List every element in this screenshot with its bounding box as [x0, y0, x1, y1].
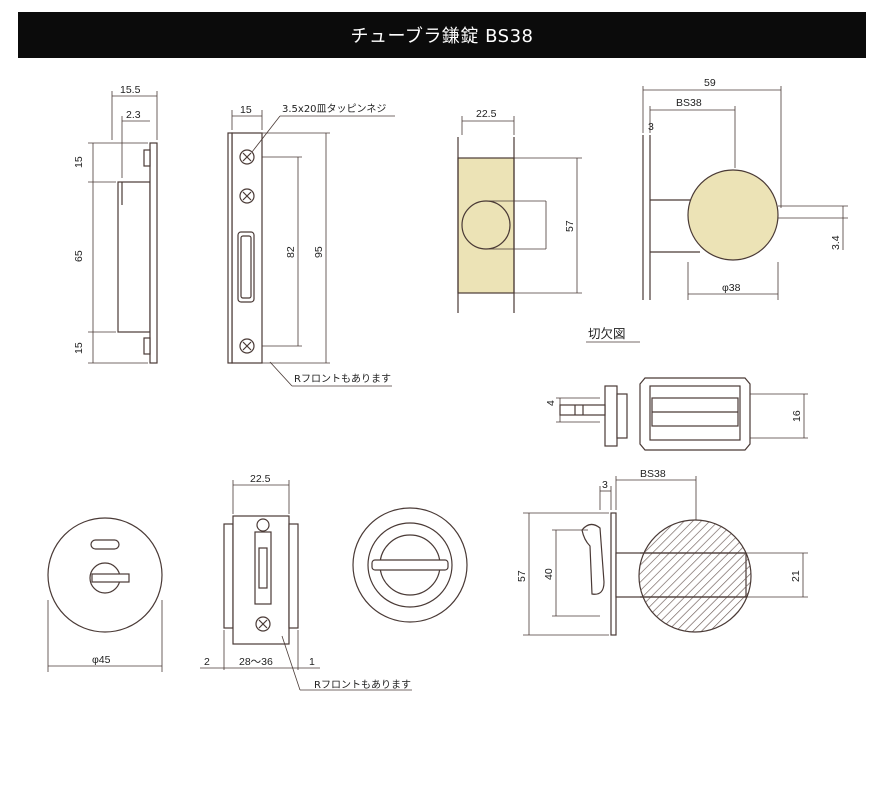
strike-plate-dim-82: 82: [285, 246, 297, 258]
knob-side-view: [457, 116, 582, 313]
front-plate-dim-top: 15: [73, 156, 85, 168]
thumbturn-view: [352, 507, 468, 623]
case-r-front-note: Rフロントもあります: [314, 679, 411, 691]
hook-dim-21: 21: [790, 570, 802, 582]
cutout-label: 切欠図: [588, 326, 626, 341]
case-dim-1: 1: [309, 656, 315, 668]
knob-top-view: [642, 86, 848, 300]
knob-top-dim-bs38: BS38: [676, 97, 702, 109]
front-plate-view: [88, 91, 158, 364]
knob-side-dim-57: 57: [564, 220, 576, 232]
hook-dim-bs38: BS38: [640, 468, 666, 480]
knob-top-dim-dia38: φ38: [722, 282, 741, 294]
case-dim-22-5: 22.5: [250, 473, 271, 485]
front-plate-dim-middle: 65: [73, 250, 85, 262]
cutout-dim-16: 16: [791, 410, 803, 422]
front-plate-dim-offset: 2.3: [126, 109, 141, 121]
strike-plate-view: [227, 110, 395, 387]
hook-dim-57: 57: [516, 570, 528, 582]
knob-side-dim-width: 22.5: [476, 108, 497, 120]
indicator-dim-dia45: φ45: [92, 654, 111, 666]
strike-plate-dim-95: 95: [313, 246, 325, 258]
screw-note: 3.5x20皿タッピンネジ: [282, 103, 386, 115]
knob-top-dim-3-4: 3.4: [830, 235, 842, 250]
strike-r-front-note: Rフロントもあります: [294, 373, 391, 385]
knob-top-dim-3: 3: [648, 121, 654, 133]
cutout-view: [556, 377, 808, 451]
case-dim-2: 2: [204, 656, 210, 668]
cutout-dim-4: 4: [545, 400, 557, 406]
case-dim-28-36: 28〜36: [239, 656, 273, 668]
indicator-view: [47, 517, 163, 672]
hook-dim-40: 40: [543, 568, 555, 580]
front-plate-dim-bottom: 15: [73, 342, 85, 354]
hook-section-view: [523, 476, 808, 636]
strike-plate-dim-width: 15: [240, 104, 252, 116]
front-plate-dim-width: 15.5: [120, 84, 141, 96]
case-section-view: [200, 480, 412, 691]
knob-top-dim-59: 59: [704, 77, 716, 89]
hook-dim-3: 3: [602, 479, 608, 491]
page-title: チューブラ鎌錠 BS38: [18, 12, 866, 58]
